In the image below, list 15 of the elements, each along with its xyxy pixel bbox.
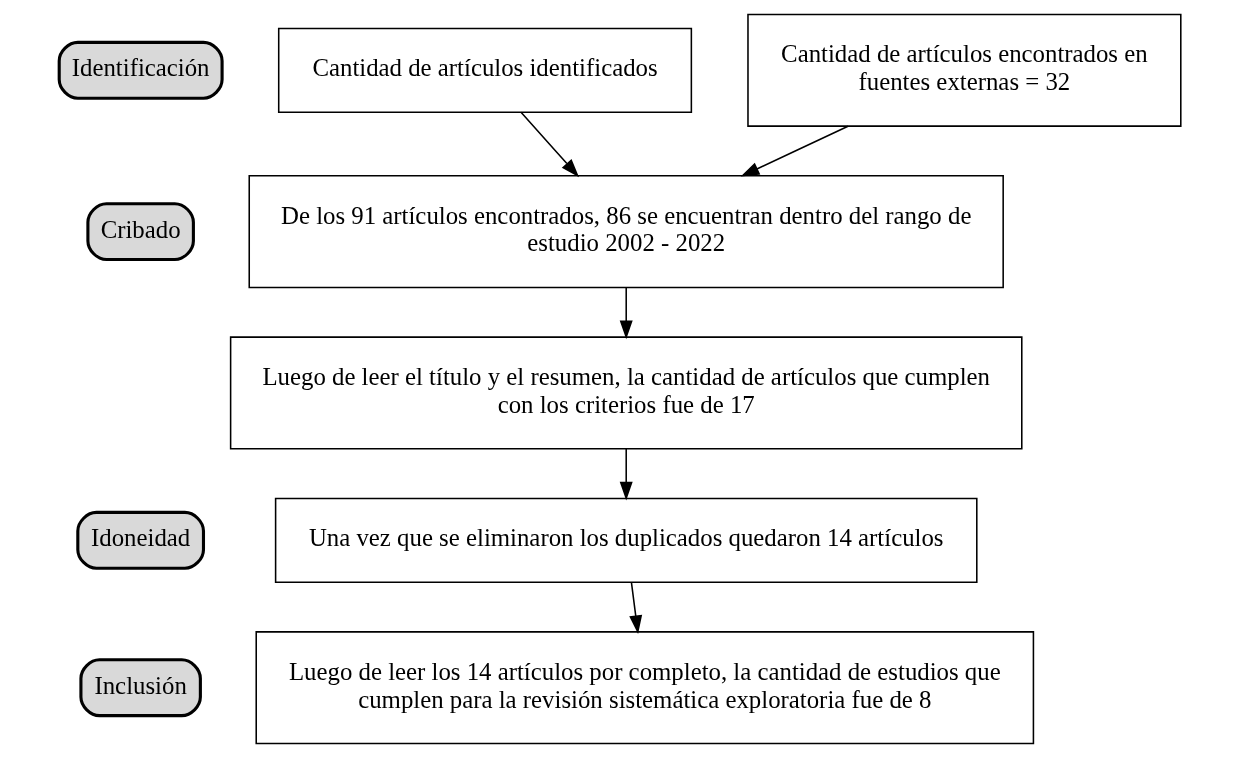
arrow [740, 125, 849, 177]
node-box: Idoneidad [75, 510, 205, 570]
arrow [619, 448, 633, 501]
node-box: De los 91 artículos encontrados, 86 se encuentran dentro del rango de estudio 2002 - 2022 [247, 175, 1004, 289]
arrow [519, 111, 579, 178]
arrow [628, 582, 642, 634]
node-box: Una vez que se eliminaron los duplicados quedaron 14 artículos [274, 497, 978, 583]
arrow [619, 286, 633, 340]
node-box: Cantidad de artículos encontrados en fuentes externas = 32 [746, 13, 1182, 127]
node-box: Inclusión [78, 658, 202, 718]
node-box: Cribado [85, 202, 195, 262]
node-box: Cantidad de artículos identificados [277, 27, 692, 113]
node-box: Luego de leer los 14 artículos por completo, la cantidad de estudios que cumplen para la revisión sistemática exploratoria fue de 8 [254, 631, 1034, 745]
node-box: Luego de leer el título y el resumen, la cantidad de artículos que cumplen con los criterios fue de 17 [229, 336, 1023, 450]
node-box: Identificación [57, 40, 224, 100]
